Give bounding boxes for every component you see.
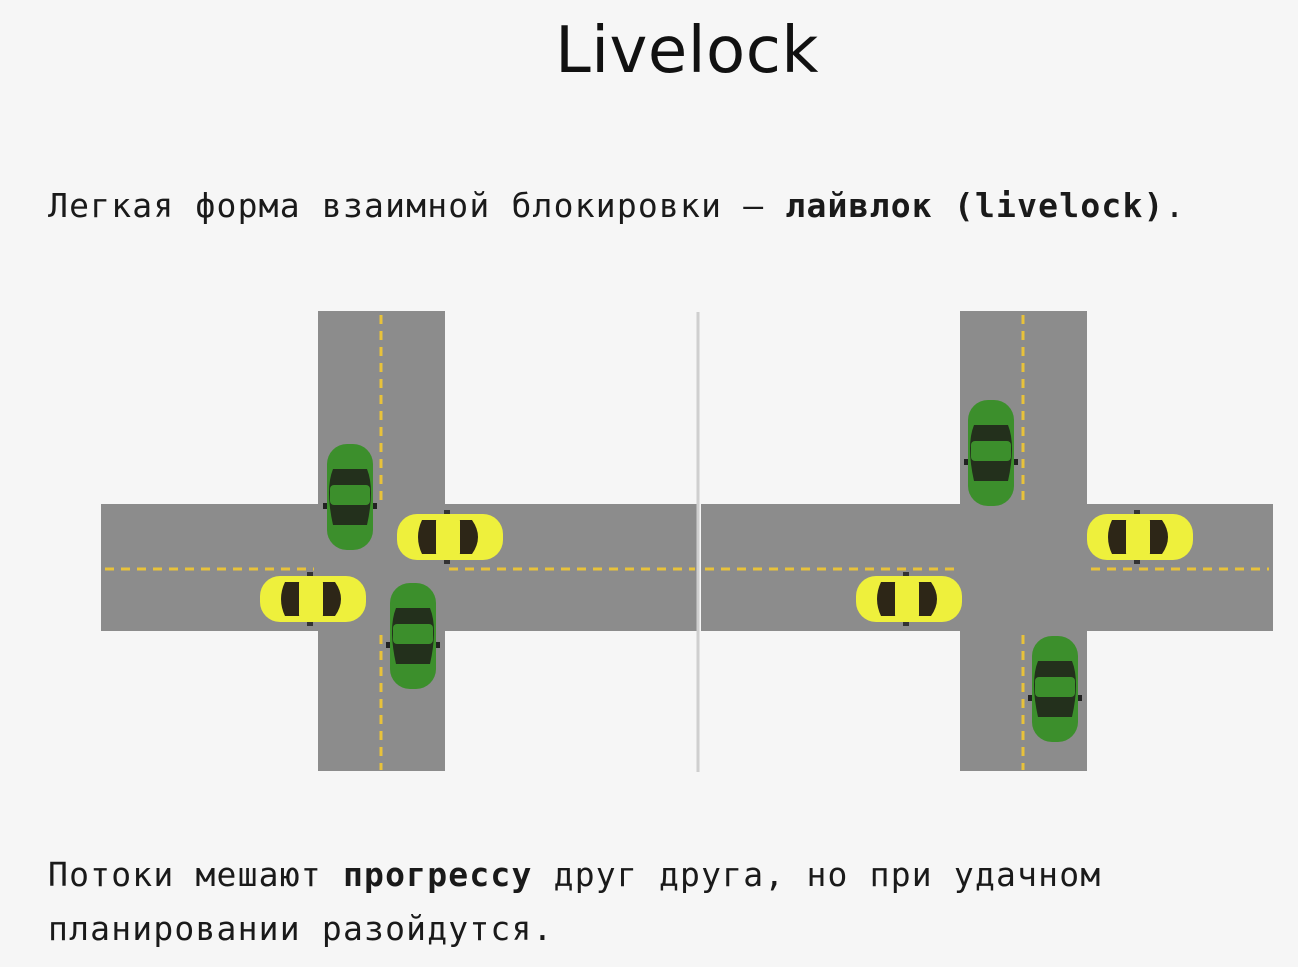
left-yellow-car-right (397, 510, 503, 564)
intro-text-after: . (1164, 186, 1186, 225)
right-intersection (701, 311, 1273, 771)
intro-text-bold: лайвлок (livelock) (785, 186, 1165, 225)
right-green-car-bottom (1028, 636, 1082, 742)
outro-line-2: планировании разойдутся. (48, 909, 554, 948)
intro-text: Легкая форма взаимной блокировки – лайвл… (48, 186, 1186, 225)
slide-title: Livelock (555, 14, 819, 88)
outro-line-1-after: друг друга, но при удачном (532, 855, 1102, 894)
left-yellow-car-left (260, 572, 366, 626)
outro-line-1-bold: прогрессу (342, 855, 533, 894)
left-intersection (101, 311, 699, 771)
left-green-car-bottom (386, 583, 440, 689)
outro-line-1: Потоки мешают прогрессу друг друга, но п… (48, 855, 1101, 894)
right-yellow-car-right (1087, 510, 1193, 564)
outro-line-1-before: Потоки мешают (48, 855, 343, 894)
intro-text-before: Легкая форма взаимной блокировки – (48, 186, 786, 225)
left-green-car-top (323, 444, 377, 550)
right-green-car-top (964, 400, 1018, 506)
right-yellow-car-left (856, 572, 962, 626)
